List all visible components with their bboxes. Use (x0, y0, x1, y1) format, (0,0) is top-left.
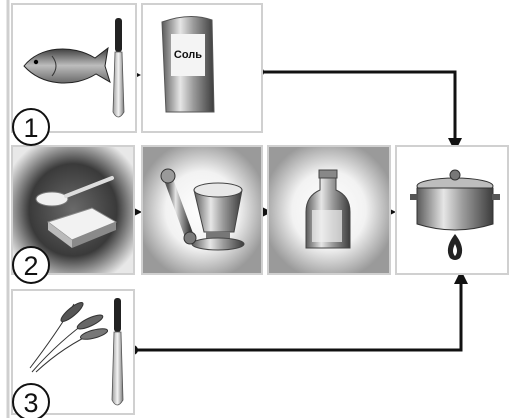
svg-text:3: 3 (23, 388, 38, 418)
salt-pack-icon: Соль (161, 16, 215, 113)
connector-lines (133, 70, 463, 352)
fish-icon (23, 46, 111, 84)
row-number-3: 3 (12, 383, 50, 418)
row-number-1: 1 (12, 108, 50, 146)
panel-mortar (141, 145, 263, 275)
svg-text:1: 1 (23, 113, 38, 143)
fire-icon (447, 234, 463, 260)
panel-pot (395, 145, 509, 275)
knife-icon (112, 18, 125, 118)
row-number-2: 2 (12, 246, 50, 284)
cooking-pot-icon (410, 169, 500, 231)
knife-icon (111, 298, 124, 406)
spoon-icon (35, 176, 114, 207)
panel-milk (267, 145, 391, 275)
arrow-up-to-pot (454, 270, 468, 284)
svg-text:2: 2 (23, 251, 38, 281)
grain-ears-icon (29, 301, 109, 373)
salt-label: Соль (174, 49, 202, 61)
mortar-and-pestle-icon (160, 168, 245, 251)
milk-bottle-icon (305, 169, 351, 249)
panel-salt: Соль (141, 3, 263, 133)
bar-icon (46, 207, 118, 248)
